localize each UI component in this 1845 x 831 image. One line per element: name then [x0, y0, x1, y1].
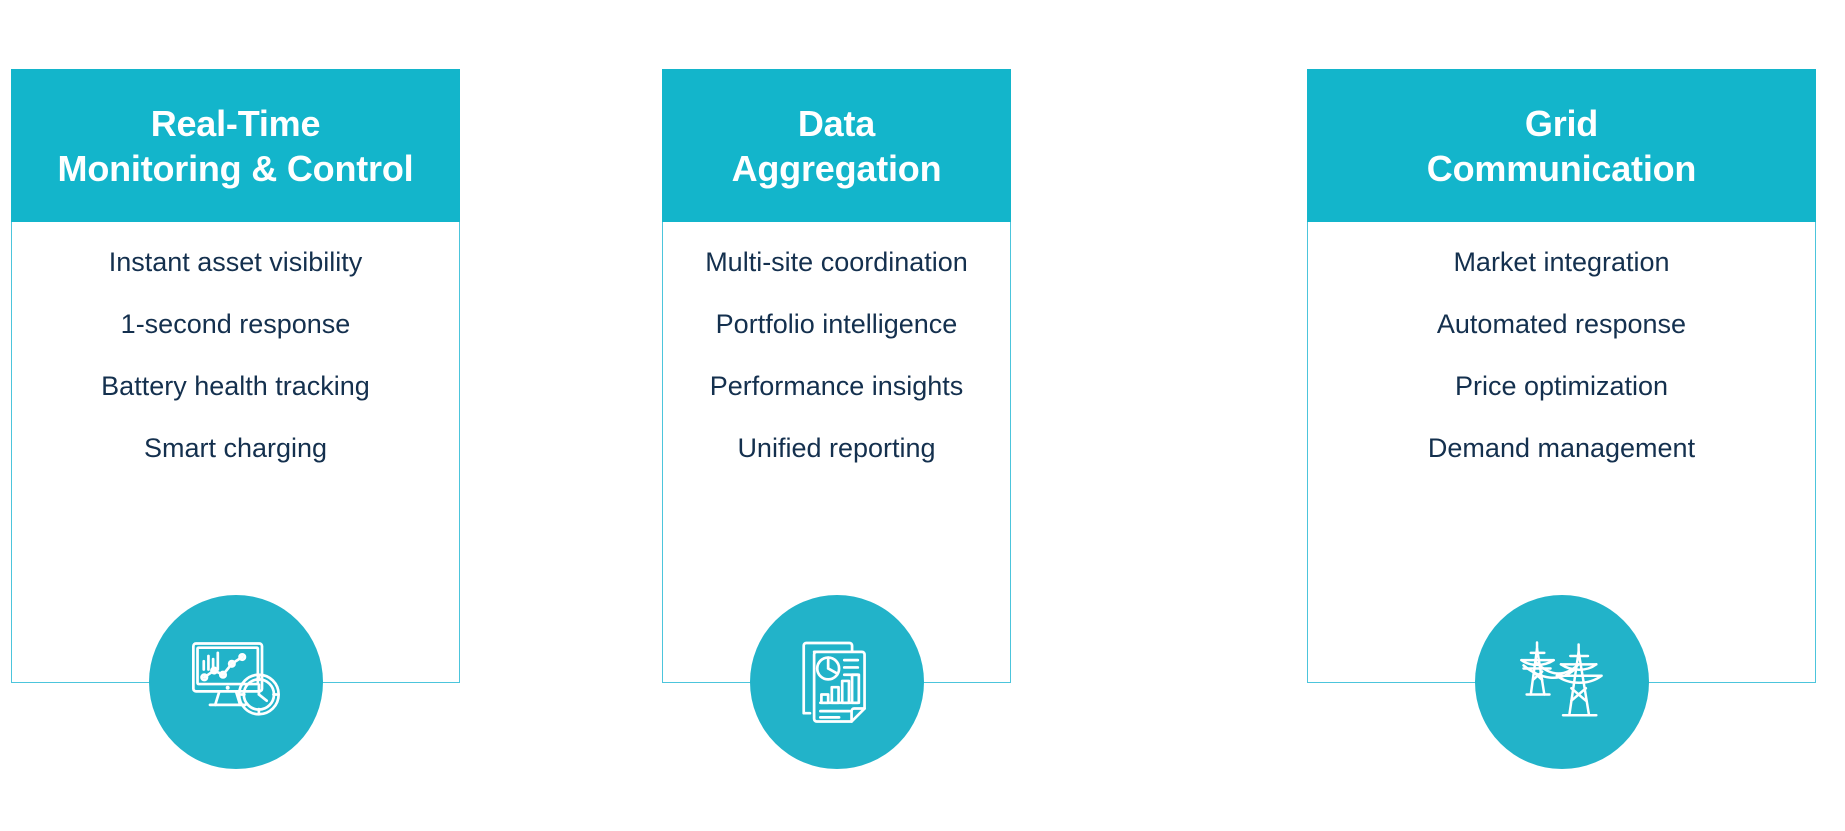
feature-item: 1-second response: [120, 309, 351, 339]
feature-item: Portfolio intelligence: [715, 309, 958, 339]
card-body: Instant asset visibility 1-second respon…: [11, 222, 460, 769]
feature-item: Performance insights: [709, 371, 964, 401]
report-documents-charts-icon: [749, 595, 924, 769]
transmission-towers-icon: [1474, 595, 1649, 769]
card-header: Data Aggregation: [662, 69, 1011, 222]
feature-item: Multi-site coordination: [705, 247, 968, 277]
card-header: Grid Communication: [1307, 69, 1816, 222]
feature-item: Unified reporting: [737, 433, 936, 463]
feature-item: Smart charging: [143, 433, 328, 463]
feature-item: Market integration: [1453, 247, 1670, 277]
card-title-line-2: Communication: [1426, 147, 1697, 189]
feature-card-data-aggregation: Data Aggregation Multi-site coordination…: [662, 69, 1011, 769]
feature-item: Battery health tracking: [101, 371, 370, 401]
card-title-line-2: Monitoring & Control: [57, 147, 414, 189]
feature-card-grid-communication: Grid Communication Market integration Au…: [1307, 69, 1816, 769]
card-body: Market integration Automated response Pr…: [1307, 222, 1816, 769]
monitor-analytics-clock-icon: [148, 595, 323, 769]
card-title-line-1: Data: [797, 102, 876, 144]
feature-card-real-time-monitoring-control: Real-Time Monitoring & Control Instant a…: [11, 69, 460, 769]
feature-item: Price optimization: [1454, 371, 1669, 401]
card-title-line-1: Grid: [1524, 102, 1599, 144]
feature-item: Instant asset visibility: [108, 247, 363, 277]
feature-item: Automated response: [1436, 309, 1687, 339]
card-header: Real-Time Monitoring & Control: [11, 69, 460, 222]
card-title-line-2: Aggregation: [731, 147, 942, 189]
card-body: Multi-site coordination Portfolio intell…: [662, 222, 1011, 769]
feature-item: Demand management: [1427, 433, 1696, 463]
card-title-line-1: Real-Time: [150, 102, 321, 144]
